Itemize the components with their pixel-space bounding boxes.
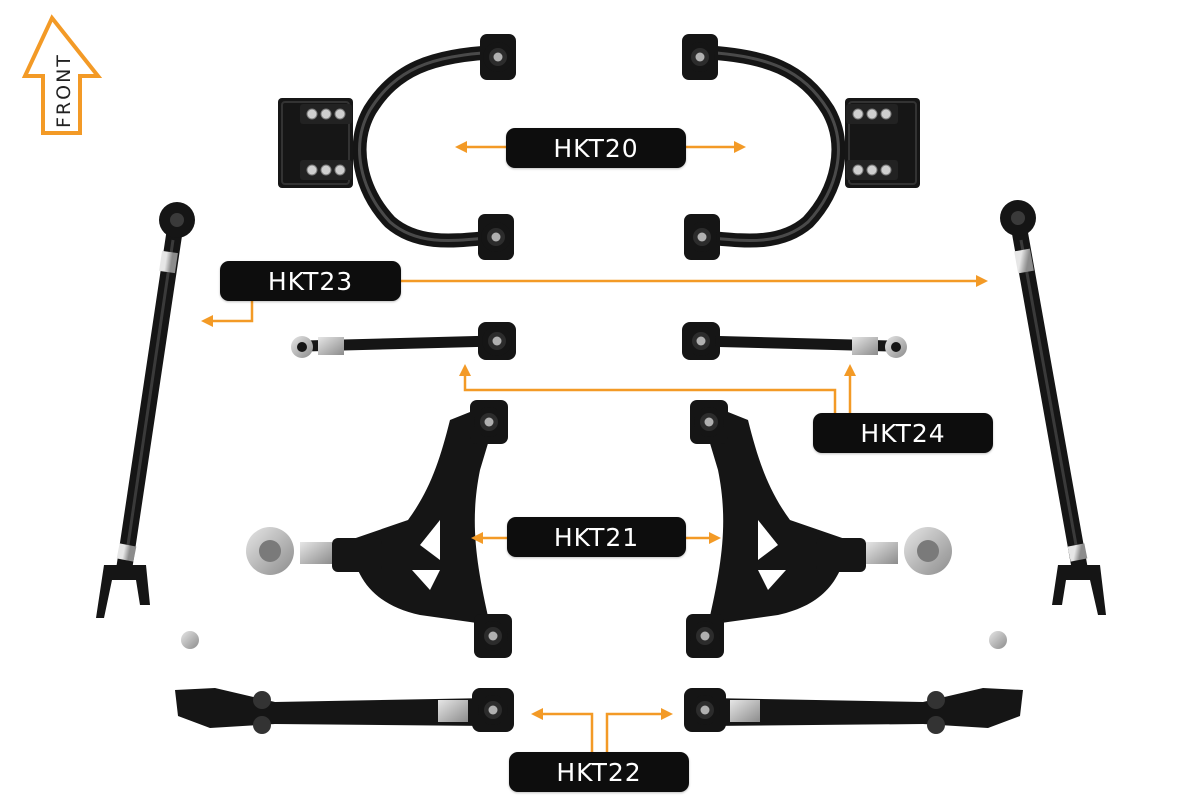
label-hkt20: HKT20 xyxy=(506,128,686,168)
hkt22-left-link xyxy=(175,631,514,734)
hkt23-right-link xyxy=(1000,200,1106,615)
hkt21-left-arm xyxy=(246,400,512,658)
hkt24-right-link xyxy=(682,322,907,360)
hkt23-left-arrow xyxy=(212,300,254,323)
hkt20-right-arm xyxy=(682,34,920,260)
label-hkt23: HKT23 xyxy=(220,261,401,301)
hkt24-left-arrow xyxy=(463,375,837,413)
hkt23-left-link xyxy=(96,202,195,618)
hkt22-right-link xyxy=(684,631,1023,734)
front-indicator: FRONT xyxy=(21,14,103,135)
hkt21-right-arm xyxy=(686,400,952,658)
label-hkt21: HKT21 xyxy=(507,517,686,557)
up-arrow-icon xyxy=(21,14,103,135)
hkt22-right-arrow xyxy=(605,712,662,752)
front-text: FRONT xyxy=(53,53,75,128)
arrow-heads xyxy=(201,141,988,720)
hkt22-left-arrow xyxy=(542,712,594,752)
label-hkt22: HKT22 xyxy=(509,752,689,792)
label-hkt24: HKT24 xyxy=(813,413,993,453)
hkt24-left-link xyxy=(291,322,516,360)
hkt20-left-arm xyxy=(278,34,516,260)
callout-arrows xyxy=(212,145,976,752)
